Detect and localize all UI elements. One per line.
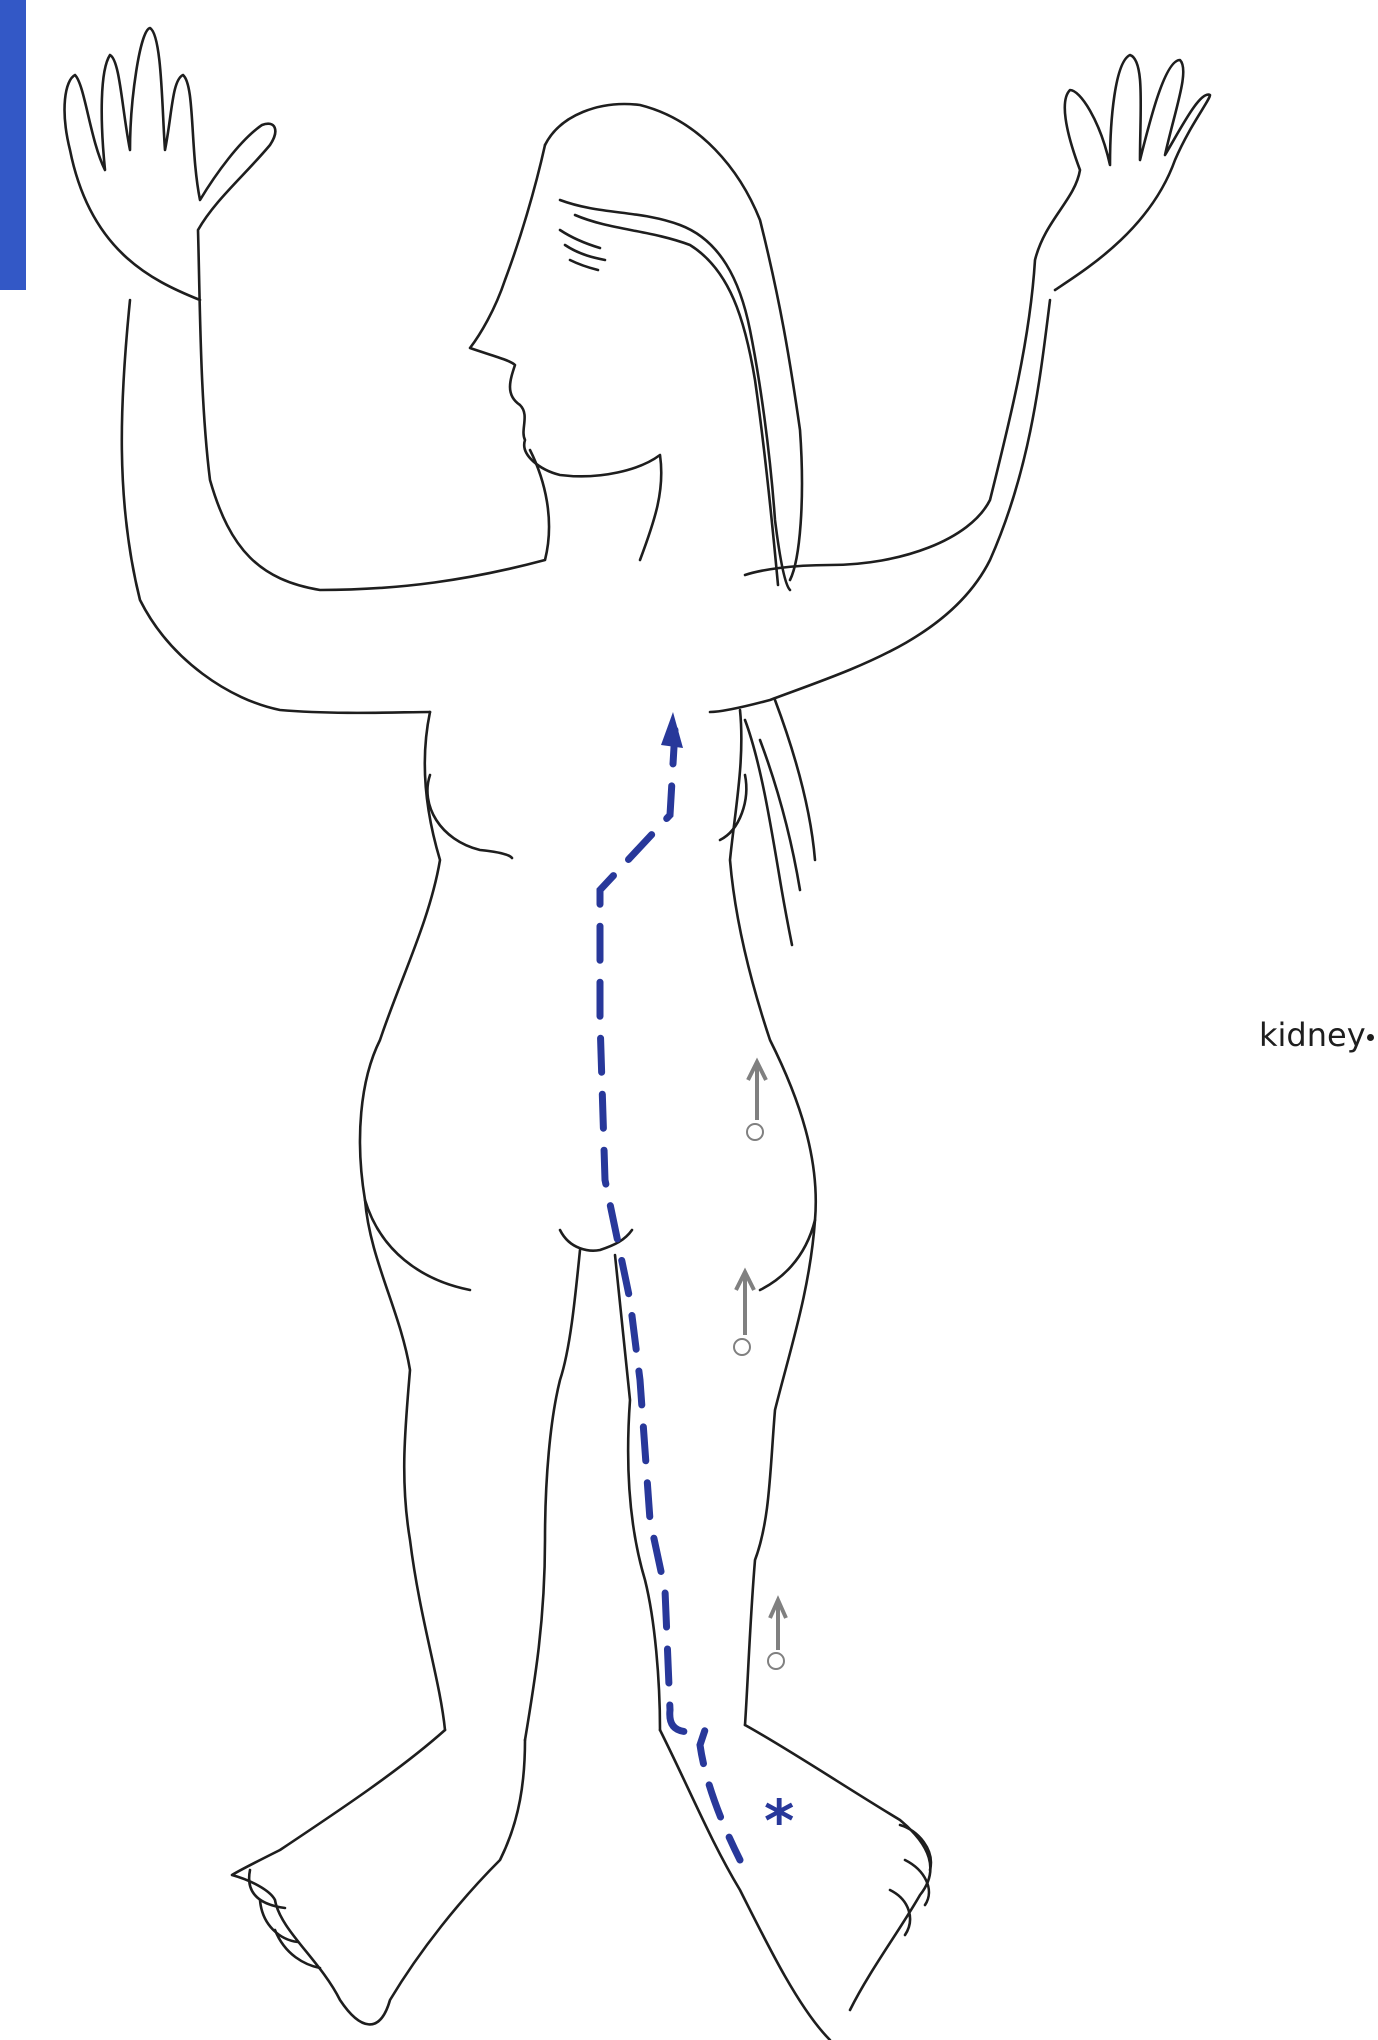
torso-right: [730, 710, 816, 1290]
leader-dot: [1367, 1034, 1374, 1041]
up-arrow-icon: [768, 1600, 786, 1669]
head-outline: [545, 104, 802, 580]
kidney-label: kidney: [1259, 1016, 1374, 1054]
asterisk-marker: *: [764, 1792, 794, 1850]
up-arrow-icon: [734, 1272, 754, 1355]
right-arm-inner: [710, 300, 1050, 712]
right-leg-inner: [615, 1255, 660, 1730]
kidney-text: kidney: [1259, 1016, 1366, 1054]
left-foot: [232, 1730, 525, 2024]
hair-back: [745, 700, 815, 945]
eye: [560, 230, 605, 270]
crotch: [560, 1230, 632, 1251]
torso-left: [360, 712, 470, 1290]
left-leg-inner: [525, 1250, 580, 1740]
left-arm-inner: [122, 300, 430, 713]
breast-left: [427, 775, 512, 858]
dashed-pathway: [600, 730, 740, 1860]
right-foot: [660, 1730, 830, 2040]
up-arrow-icon: [747, 1062, 766, 1140]
face-profile: [470, 145, 661, 560]
upward-arrowhead: [661, 712, 683, 748]
left-leg-outer: [365, 1200, 445, 1730]
breast-right: [720, 775, 746, 840]
left-arm-outline: [65, 28, 549, 590]
right-arm-outline: [745, 55, 1210, 575]
